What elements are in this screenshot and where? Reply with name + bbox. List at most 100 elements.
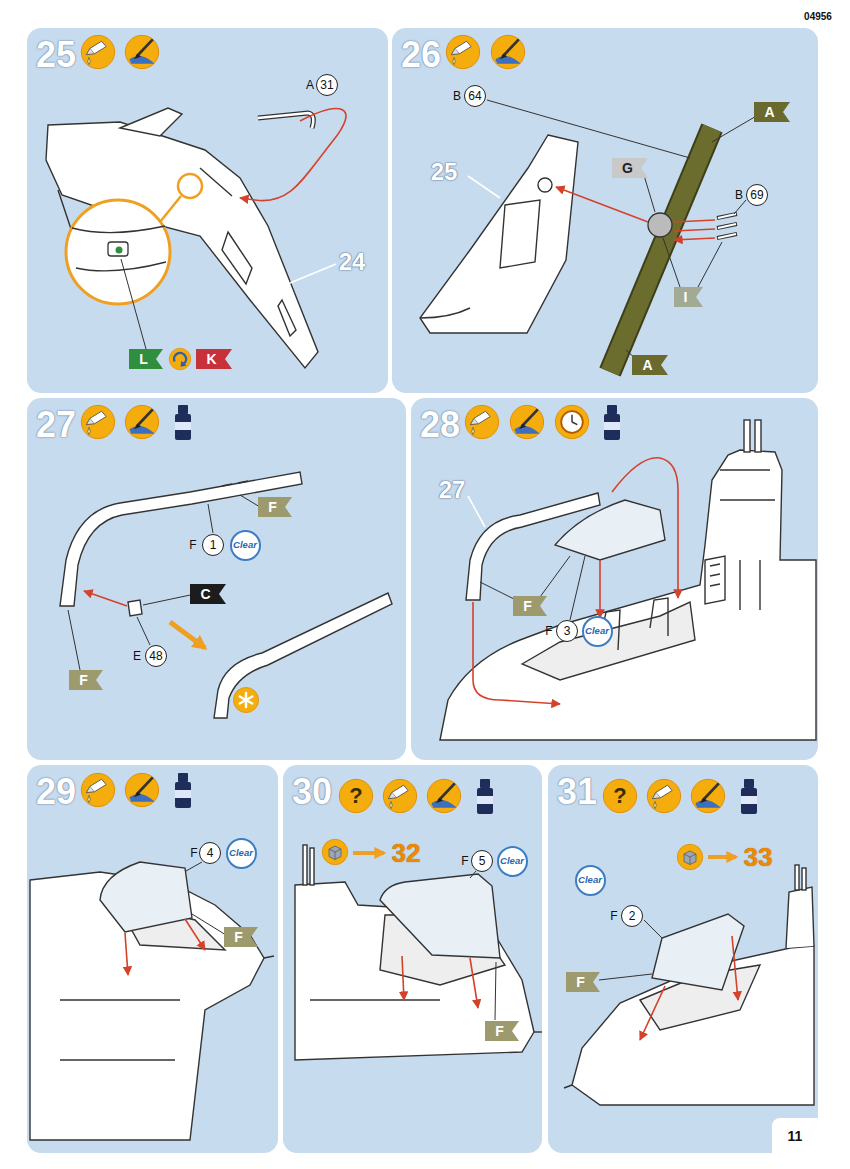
panel-line	[60, 1000, 180, 1060]
glue-icon	[81, 405, 114, 438]
tail-fin-drawing	[420, 135, 578, 333]
kit-number: 04956	[804, 12, 832, 22]
step-number: 27	[36, 407, 76, 443]
part-callout: 69	[746, 184, 768, 206]
color-code: F	[523, 599, 537, 613]
clear-paint-marker: Clear	[497, 846, 528, 877]
flag-fill	[224, 927, 258, 947]
nose-probe	[564, 1085, 572, 1088]
assembly-arrow	[473, 602, 560, 704]
fuselage-drawing	[440, 420, 816, 740]
assembly-reference: 27	[439, 478, 466, 502]
color-flag: F	[513, 596, 547, 616]
flag-fill	[190, 584, 226, 604]
step-number: 26	[401, 37, 441, 73]
color-code: K	[206, 352, 221, 366]
reference-leader	[468, 176, 500, 198]
canopy-part-2	[652, 914, 744, 990]
part-48	[128, 600, 142, 616]
leader-line	[599, 974, 652, 980]
color-code: F	[79, 673, 93, 687]
color-flag: A	[754, 102, 790, 122]
leader-line	[643, 172, 655, 212]
clear-paint-marker: Clear	[575, 865, 606, 896]
stabilizer	[120, 108, 182, 136]
paint-icon	[491, 35, 524, 68]
color-flag: F	[69, 670, 103, 690]
color-flag: F	[566, 972, 600, 992]
leader-line	[68, 610, 80, 670]
clear-bottle-icon	[604, 405, 620, 440]
leader-line	[143, 594, 195, 605]
assembly-arrow	[470, 958, 478, 1008]
sprue-letter: F	[189, 539, 196, 551]
step-panel: 2531LK	[27, 28, 388, 393]
color-code: A	[642, 358, 657, 372]
step-number: 25	[36, 37, 76, 73]
canopy-frame-drawing	[60, 472, 392, 718]
step-panel: 305ClearF	[283, 765, 542, 1153]
exhaust-pipe	[755, 420, 761, 452]
clear-paint-marker: Clear	[226, 838, 257, 869]
step-number: 28	[420, 407, 460, 443]
color-flag: I	[674, 287, 703, 307]
canopy-part-3	[555, 500, 665, 560]
panel-ground	[27, 398, 406, 760]
assembly-arrow	[612, 458, 678, 598]
assembly-arrow	[640, 986, 665, 1040]
canopy-part-4	[100, 862, 192, 932]
panel-ground	[27, 28, 388, 393]
glue-icon	[81, 35, 114, 68]
sprue-letter: A	[306, 79, 314, 91]
leader-line	[208, 504, 213, 533]
leader-line	[487, 100, 690, 158]
assembly-reference: 24	[339, 250, 366, 274]
color-flag: F	[258, 497, 292, 517]
nose-drawing	[295, 845, 542, 1060]
cockpit	[522, 602, 695, 680]
finished-icon	[233, 687, 258, 712]
color-code: I	[684, 290, 693, 304]
assembly-arrow	[125, 933, 128, 975]
page-number-cutout	[772, 1118, 832, 1163]
step-number: 31	[557, 774, 597, 810]
leader-line	[495, 962, 496, 1020]
next-step-icon	[677, 844, 703, 870]
step-panel: 28F3Clear	[411, 398, 818, 760]
exhaust-pipe	[303, 845, 307, 885]
flag-fill	[129, 349, 163, 369]
panel-ground	[283, 765, 542, 1153]
color-flag: F	[224, 927, 258, 947]
tail-rotor	[610, 128, 712, 372]
color-code: F	[495, 1024, 509, 1038]
slot-marks	[222, 481, 248, 486]
flag-fill	[612, 158, 648, 178]
color-flag: K	[196, 349, 232, 369]
rotor-tower	[786, 887, 814, 948]
sprue-letter: F	[545, 625, 552, 637]
leader-lines	[487, 100, 758, 360]
glue-icon	[446, 35, 479, 68]
optional-mark: ?	[613, 785, 626, 807]
zoom-inset	[66, 200, 170, 304]
part-69-outline	[717, 214, 737, 238]
leader-line	[470, 871, 476, 878]
fuselage	[440, 450, 816, 740]
sprue-letter: F	[190, 847, 197, 859]
tail-boom	[46, 122, 318, 368]
exhaust-pipe	[802, 868, 806, 890]
flag-fill	[196, 349, 232, 369]
zoom-line	[160, 196, 181, 222]
flag-fill	[513, 596, 547, 616]
color-flag: G	[612, 158, 648, 178]
paint-icon	[125, 35, 158, 68]
part-number: 69	[750, 189, 763, 201]
page-number: 11	[788, 1129, 803, 1143]
leader-line	[663, 238, 722, 287]
part-number: 1	[210, 539, 217, 551]
paint-icon	[427, 779, 460, 812]
clear-paint-marker: Clear	[230, 530, 261, 561]
reference-leader	[290, 264, 336, 283]
next-step-number: 33	[744, 844, 773, 870]
part-number: 5	[479, 855, 486, 867]
